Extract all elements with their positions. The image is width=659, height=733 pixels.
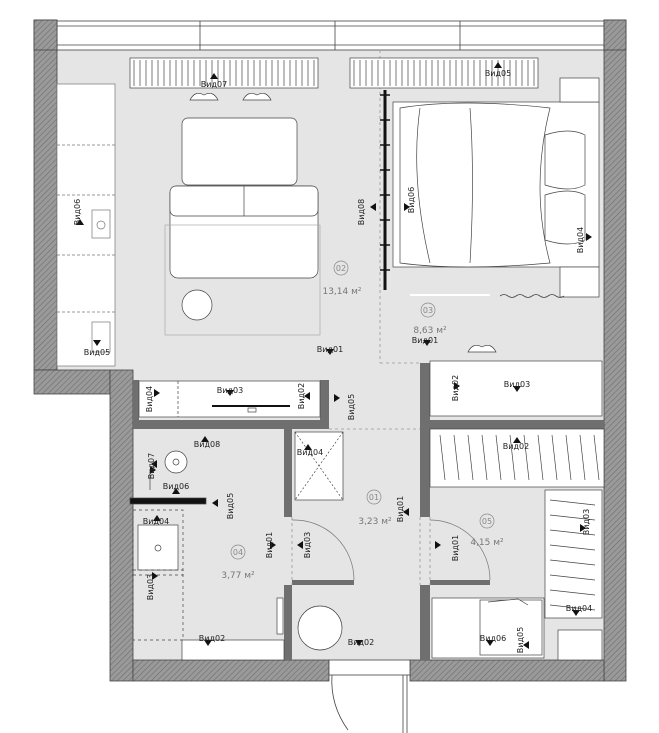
view-label-bath-vid08: Вид08 <box>194 440 220 449</box>
view-label-main-vid07: Вид07 <box>201 80 227 89</box>
view-label-bath-vid07: Вид07 <box>147 453 156 479</box>
radiator-right <box>349 57 539 89</box>
view-arrows <box>76 62 592 649</box>
radiator-left <box>129 57 319 89</box>
zone-lines <box>291 50 431 585</box>
wardrobe-divider-ticks <box>380 94 390 271</box>
kitchen-cabinets <box>56 83 116 367</box>
closet-appliance <box>431 597 545 659</box>
view-label-main-vid06-left: Вид06 <box>73 199 82 225</box>
view-label-main-vid01: Вид01 <box>317 345 343 354</box>
view-label-right-vid02: Вид02 <box>451 375 460 401</box>
view-label-closet-vid02: Вид02 <box>503 442 529 451</box>
view-label-bath-vid01: Вид01 <box>265 532 274 558</box>
view-label-main-vid05-left: Вид05 <box>84 348 110 357</box>
view-label-hall-vid01: Вид01 <box>396 496 405 522</box>
view-label-main-vid05-top: Вид05 <box>485 69 511 78</box>
view-label-hall-vid02: Вид02 <box>348 638 374 647</box>
room-03-number: 03 <box>423 306 433 315</box>
exterior-walls <box>33 19 627 682</box>
sofa <box>169 93 319 279</box>
room-05-area: 4,15 м² <box>470 538 504 548</box>
room-02-area: 13,14 м² <box>322 287 361 297</box>
room-04-number: 04 <box>233 548 243 557</box>
view-label-mid-vid04: Вид04 <box>145 386 154 412</box>
view-label-bath-vid04: Вид04 <box>143 517 169 526</box>
view-label-main-vid06-bed: Вид06 <box>407 187 416 213</box>
view-label-closet-vid06: Вид06 <box>480 634 506 643</box>
room-05-number: 05 <box>482 517 492 526</box>
door-swings <box>291 519 491 581</box>
view-label-bath-vid05: Вид05 <box>226 493 235 519</box>
view-label-bath-vid02: Вид02 <box>199 634 225 643</box>
rug <box>164 224 321 336</box>
interior-walls <box>133 363 604 660</box>
room-01-number: 01 <box>369 493 379 502</box>
room-02-number: 02 <box>336 264 346 273</box>
view-label-closet-vid03: Вид03 <box>582 509 591 535</box>
room-markers <box>230 260 495 560</box>
view-label-main-vid04-bed: Вид04 <box>576 227 585 253</box>
hall-cabinet <box>276 431 344 651</box>
tv-console <box>138 380 321 418</box>
room-numbers: 02 03 01 04 05 <box>233 264 492 557</box>
view-label-closet-vid04: Вид04 <box>566 604 592 613</box>
view-label-bed-vid01: Вид01 <box>412 336 438 345</box>
room-04-area: 3,77 м² <box>221 571 255 581</box>
view-label-hall-vid04: Вид04 <box>297 448 323 457</box>
view-label-closet-vid01: Вид01 <box>451 535 460 561</box>
view-label-mid-vid02: Вид02 <box>297 383 306 409</box>
room-03-area: 8,63 м² <box>413 326 447 336</box>
view-label-mid-vid05: Вид05 <box>347 394 356 420</box>
view-label-main-vid08: Вид08 <box>357 199 366 225</box>
closet-shelf <box>429 428 605 661</box>
bed <box>392 77 600 298</box>
view-labels: Вид07 Вид05 Вид06 Вид05 Вид08 Вид06 Вид0… <box>73 69 592 653</box>
view-label-hall-vid03: Вид03 <box>303 532 312 558</box>
room-areas: 13,14 м² 8,63 м² 3,23 м² 3,77 м² 4,15 м² <box>221 287 504 581</box>
view-label-mid-vid03: Вид03 <box>217 386 243 395</box>
window-strip <box>56 20 605 51</box>
curtain-line <box>410 294 565 298</box>
view-label-closet-vid05: Вид05 <box>516 627 525 653</box>
view-label-bath-vid06: Вид06 <box>163 482 189 491</box>
room-01-area: 3,23 м² <box>358 517 392 527</box>
view-label-bath-vid03: Вид03 <box>146 574 155 600</box>
entrance-door <box>328 659 411 733</box>
view-label-right-vid03: Вид03 <box>504 380 530 389</box>
